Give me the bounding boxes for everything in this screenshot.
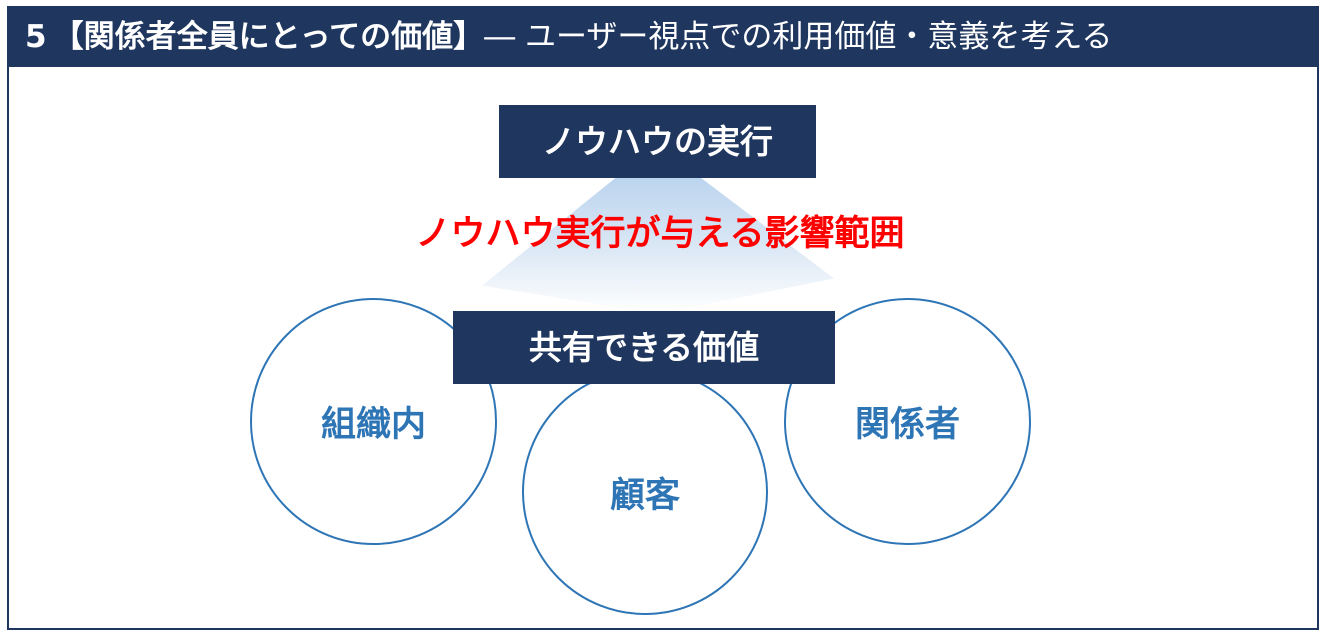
know-how-execution-box: ノウハウの実行 <box>499 105 816 178</box>
circle-stakeholders-label: 関係者 <box>854 405 960 445</box>
header-title-bold: 【関係者全員にとっての価値】 <box>52 19 485 55</box>
impact-scope-label: ノウハウ実行が与える影響範囲 <box>415 214 905 254</box>
header-title-rest: ― ユーザー視点での利用価値・意義を考える <box>484 19 1113 55</box>
circle-organization-label: 組織内 <box>320 405 426 445</box>
header-number: 5 <box>25 19 47 55</box>
shared-value-box: 共有できる価値 <box>453 311 835 384</box>
header-bar: 5 【関係者全員にとっての価値】 ― ユーザー視点での利用価値・意義を考える <box>9 8 1317 67</box>
circle-customers-label: 顧客 <box>609 475 680 516</box>
circle-customers: 顧客 <box>522 369 768 615</box>
